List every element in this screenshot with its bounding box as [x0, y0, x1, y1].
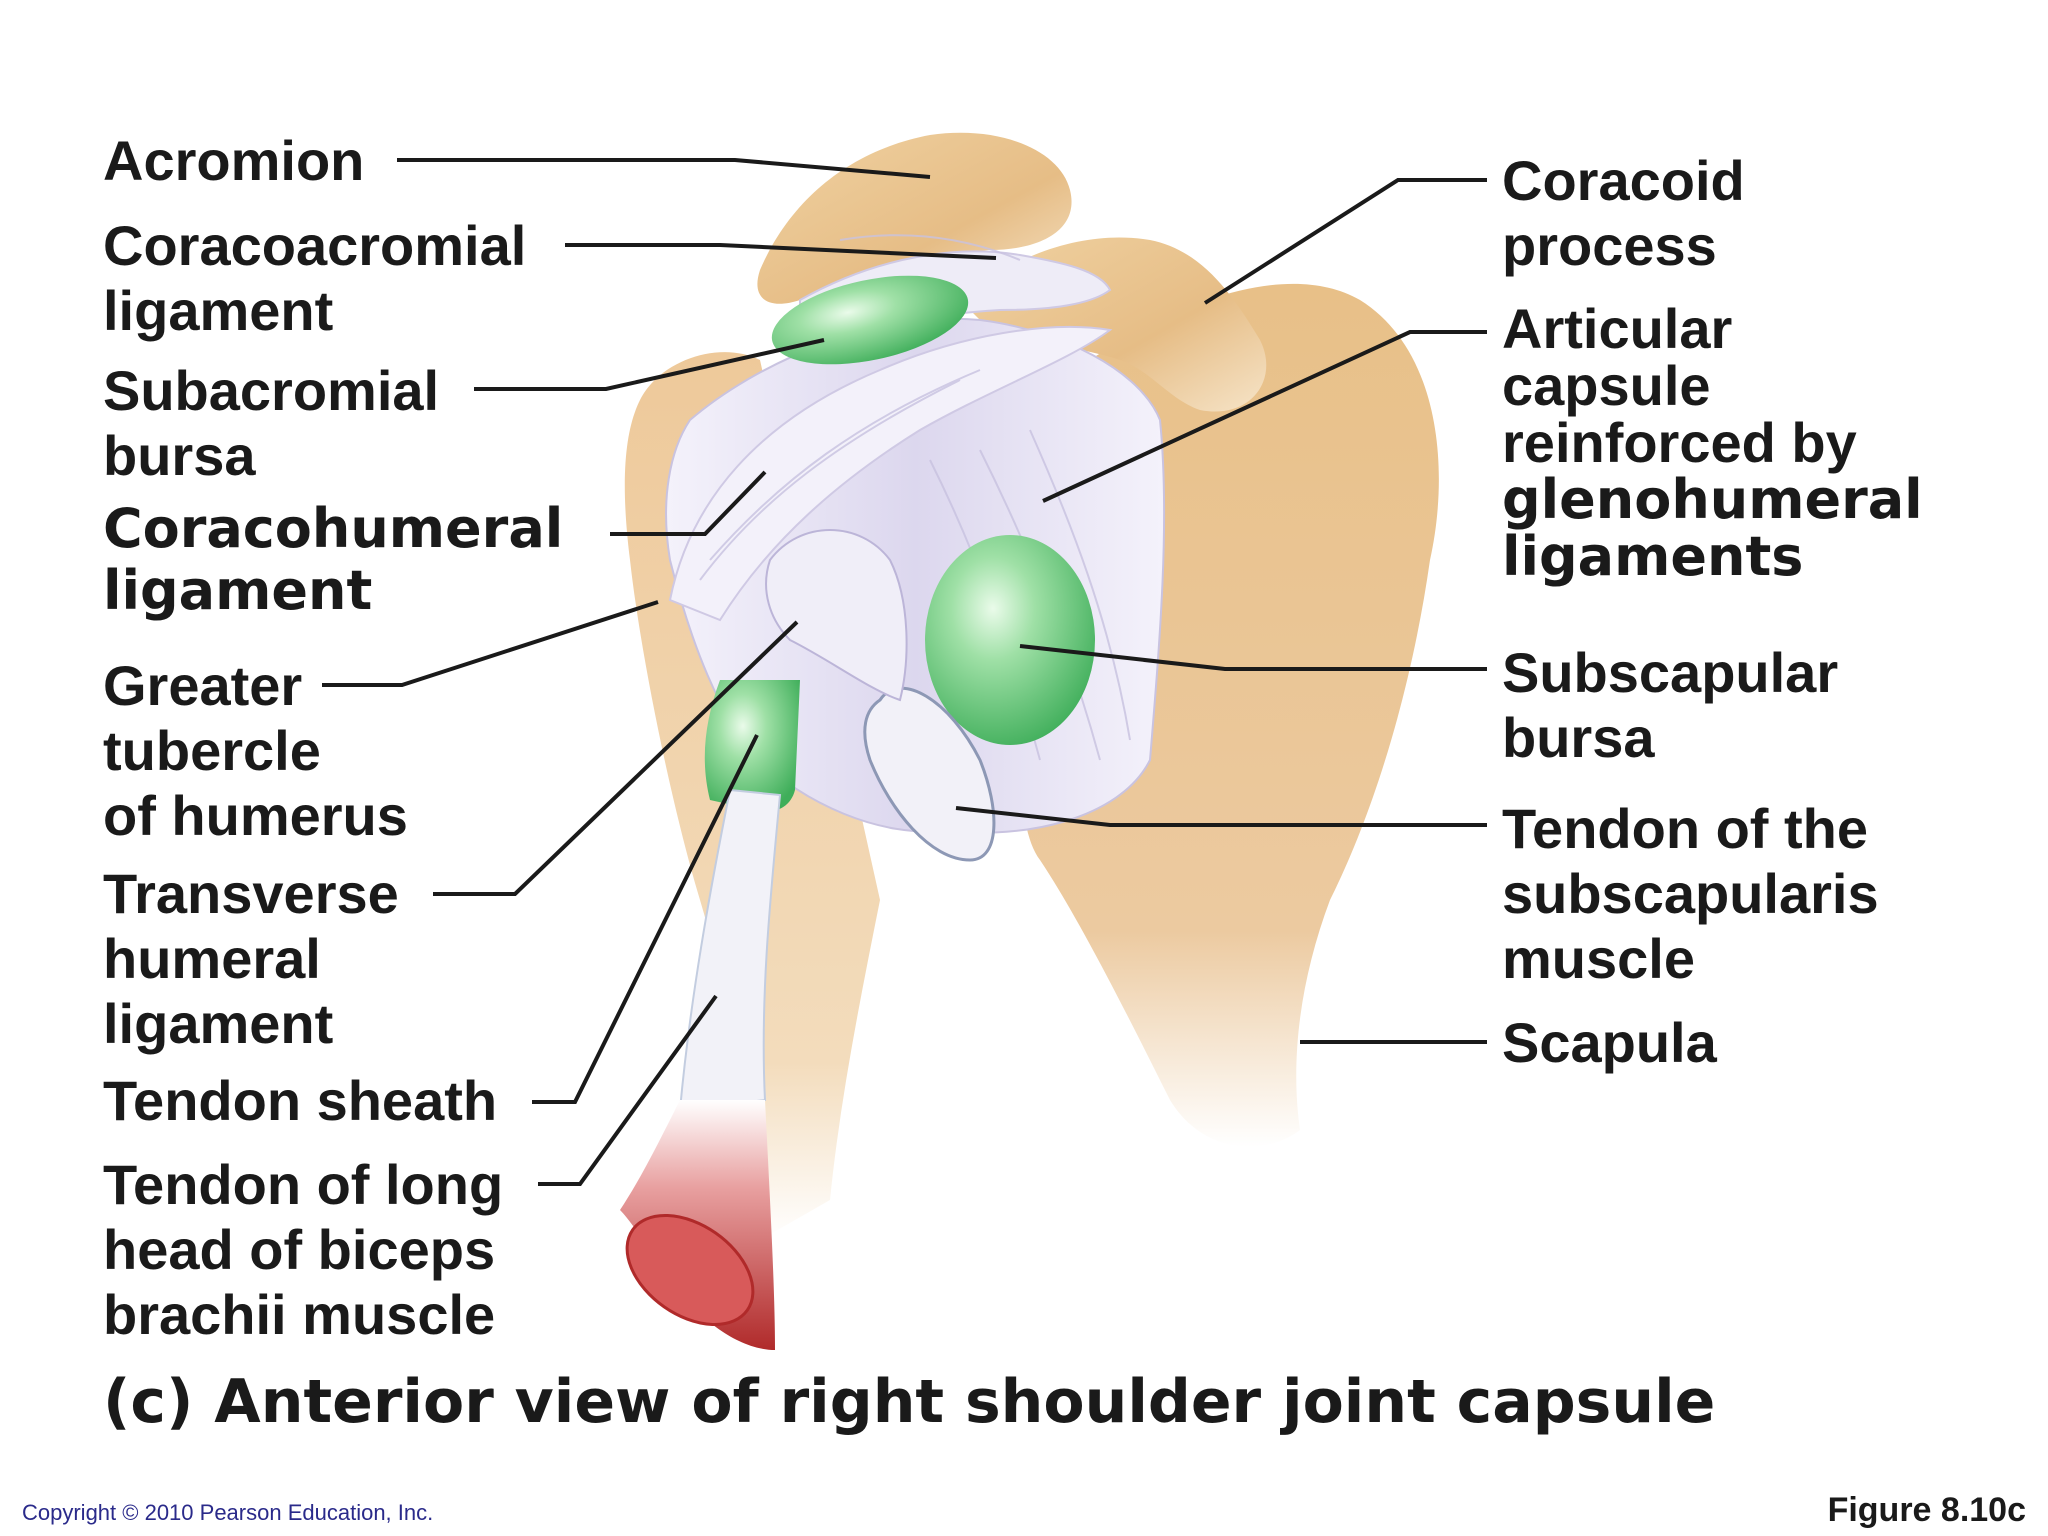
label-transverse-humeral-ligament: Transverse humeral ligament	[103, 862, 399, 1055]
label-coracoacromial-ligament: Coracoacromial ligament	[103, 214, 527, 342]
subscapularis-tendon-shape	[863, 686, 996, 862]
leader-greater-tubercle	[322, 600, 659, 687]
leader-subscapularis-tendon	[955, 806, 1487, 827]
leader-tendon-long-head	[538, 994, 718, 1186]
label-tendon-sheath: Tendon sheath	[103, 1069, 498, 1132]
label-scapula: Scapula	[1502, 1011, 1717, 1074]
leader-coracoacromial	[565, 243, 997, 260]
leader-lines	[322, 158, 1487, 1186]
subscapular-bursa-shape	[925, 535, 1095, 745]
label-articular-capsule: Articular capsule reinforced by glenohum…	[1502, 297, 1923, 588]
leader-transverse	[433, 620, 799, 896]
label-acromion: Acromion	[103, 129, 365, 192]
coracohumeral-ligament-shape	[668, 325, 1113, 622]
leader-subacromial	[474, 338, 825, 391]
label-subacromial-bursa: Subacromial bursa	[103, 359, 440, 487]
label-greater-tubercle: Greater tubercle of humerus	[103, 654, 408, 847]
label-subscapular-bursa: Subscapular bursa	[1502, 641, 1839, 769]
transverse-humeral-ligament-shape	[765, 529, 908, 702]
leader-coracoid	[1203, 178, 1487, 305]
label-coracohumeral-ligament: Coracohumeral ligament	[103, 497, 564, 622]
leader-subscapular-bursa	[1019, 644, 1487, 671]
leader-tendon-sheath	[532, 734, 759, 1104]
copyright-notice: Copyright © 2010 Pearson Education, Inc.	[22, 1500, 434, 1525]
figure-caption: (c) Anterior view of right shoulder join…	[103, 1367, 1716, 1437]
acromion-shape	[757, 132, 1072, 304]
label-subscapularis-tendon: Tendon of the subscapularis muscle	[1502, 797, 1879, 990]
leader-acromion	[397, 158, 931, 179]
label-coracoid-process: Coracoid process	[1502, 149, 1745, 277]
figure-number: Figure 8.10c	[1827, 1491, 2026, 1529]
leader-articular	[1042, 330, 1487, 503]
label-tendon-long-head: Tendon of long head of biceps brachii mu…	[103, 1153, 504, 1346]
biceps-cut-end-shape	[625, 1213, 755, 1327]
leader-coracohumeral	[610, 470, 767, 536]
